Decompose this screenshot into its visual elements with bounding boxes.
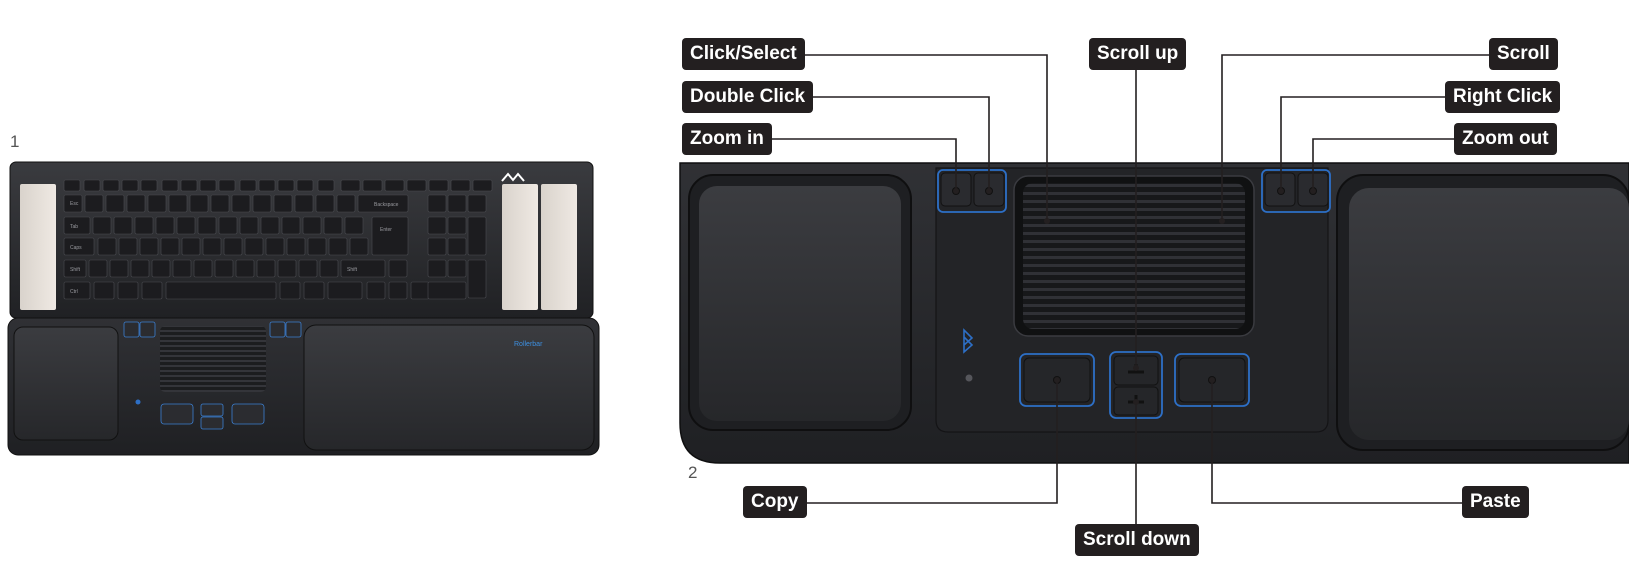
- callout-double-click: Double Click: [682, 81, 814, 113]
- rollerbar-mouse-small: Rollerbar: [7, 317, 600, 456]
- svg-text:Enter: Enter: [380, 227, 392, 233]
- callout-click-select: Click/Select: [682, 38, 805, 70]
- callout-scroll-down: Scroll down: [1075, 524, 1199, 556]
- rollerbar-mouse-large: [679, 162, 1629, 464]
- callout-zoom-out: Zoom out: [1454, 123, 1557, 155]
- svg-text:Ctrl: Ctrl: [70, 289, 78, 295]
- svg-text:Rollerbar: Rollerbar: [514, 341, 543, 348]
- figure-1-number: 1: [10, 132, 20, 151]
- callout-scroll-up: Scroll up: [1089, 38, 1187, 70]
- callout-zoom-in: Zoom in: [682, 123, 772, 155]
- bluetooth-icon: [963, 328, 974, 354]
- callout-paste: Paste: [1462, 486, 1529, 518]
- svg-text:Esc: Esc: [70, 201, 79, 207]
- svg-text:Tab: Tab: [70, 224, 78, 230]
- svg-text:Shift: Shift: [347, 267, 358, 273]
- callout-copy: Copy: [743, 486, 807, 518]
- leader-lines: [770, 54, 1491, 525]
- svg-text:Caps: Caps: [70, 245, 82, 251]
- callout-right-click: Right Click: [1445, 81, 1561, 113]
- svg-text:Shift: Shift: [70, 267, 81, 273]
- callout-scroll: Scroll: [1489, 38, 1558, 70]
- svg-text:Backspace: Backspace: [374, 202, 399, 208]
- figure-2-number: 2: [688, 463, 698, 482]
